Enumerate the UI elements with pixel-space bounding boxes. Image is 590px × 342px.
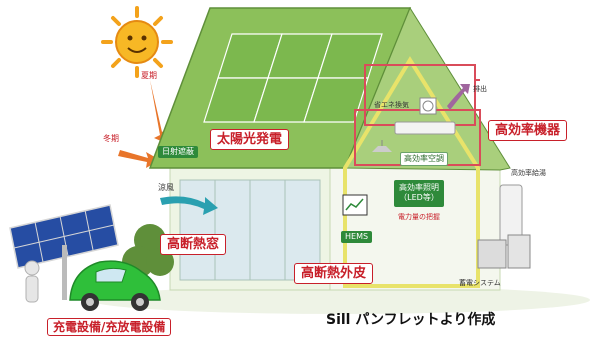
electric-car-icon (69, 260, 161, 311)
label-hems: HEMS (341, 231, 373, 243)
label-power-usage-display: 電力量の把握 (398, 213, 440, 221)
label-high-efficiency-equipment: 高効率機器 (488, 120, 568, 141)
label-energy-saving-ventilation: 省エネ換気 (374, 101, 409, 109)
exhaust-arrow-icon (447, 84, 470, 110)
label-storage-system: 蓄電システム (459, 279, 501, 287)
label-high-efficiency-ac: 高効率空調 (400, 152, 448, 166)
person-figure (24, 260, 40, 303)
label-high-efficiency-lighting: 高効率照明 （LED等） (394, 180, 444, 207)
label-exhaust: 排出 (473, 85, 487, 93)
label-high-insulation-window: 高断熱窓 (160, 234, 227, 255)
label-charging-equipment: 充電設備/充放電設備 (47, 318, 172, 336)
ground-shadow (90, 286, 590, 314)
label-winter: 冬期 (103, 134, 119, 143)
caption: Sill パンフレットより作成 (326, 312, 496, 328)
label-cool-breeze: 涼風 (158, 183, 174, 192)
solar-panel-icon (203, 33, 383, 123)
label-summer: 夏期 (141, 71, 157, 80)
sun-icon (101, 6, 173, 78)
label-high-insulation-skin: 高断熱外皮 (294, 263, 374, 284)
house-icon (148, 6, 531, 291)
label-high-efficiency-water-heater: 高効率給湯 (511, 169, 546, 177)
label-solar-shading: 日射遮蔽 (158, 146, 198, 158)
charging-solar-panel-icon (9, 204, 119, 300)
cool-breeze-arrow-icon (160, 196, 218, 215)
label-solar-power: 太陽光発電 (210, 129, 290, 150)
